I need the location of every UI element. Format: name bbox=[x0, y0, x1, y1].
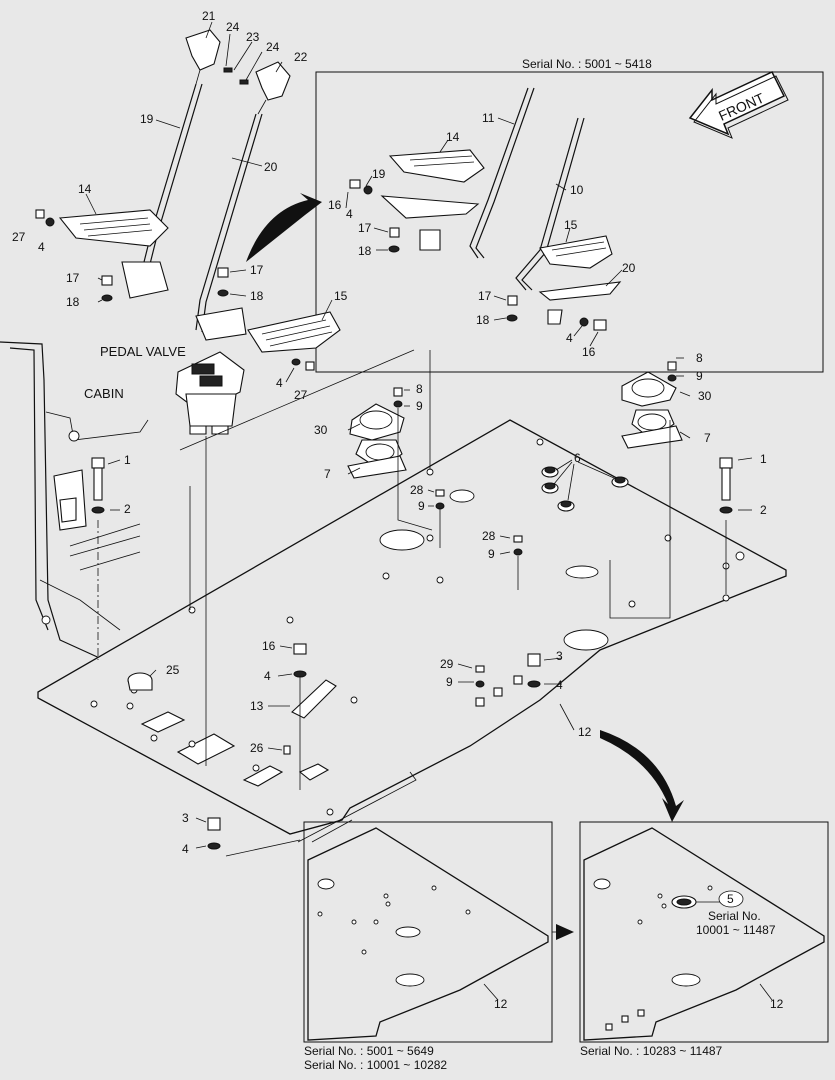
callout-14: 14 bbox=[78, 182, 92, 196]
inset-bottom-left-caption-2: Serial No. : 10001 ~ 10282 bbox=[304, 1058, 447, 1072]
callout-7: 7 bbox=[704, 431, 711, 445]
callout-2: 2 bbox=[760, 503, 767, 517]
callout-9: 9 bbox=[416, 399, 423, 413]
callout-12: 12 bbox=[578, 725, 592, 739]
callout-30: 30 bbox=[314, 423, 328, 437]
inset-callout-4: 4 bbox=[566, 331, 573, 345]
inset-bottom-left-caption-1: Serial No. : 5001 ~ 5649 bbox=[304, 1044, 434, 1058]
callout-26: 26 bbox=[250, 741, 264, 755]
callout-9: 9 bbox=[696, 369, 703, 383]
inset-callout-18: 18 bbox=[476, 313, 490, 327]
inset-bl-callout-12: 12 bbox=[494, 997, 508, 1011]
callout-28: 28 bbox=[410, 483, 424, 497]
inset-callout-16: 16 bbox=[582, 345, 596, 359]
callout-16: 16 bbox=[262, 639, 276, 653]
callout-25: 25 bbox=[166, 663, 180, 677]
callout-3: 3 bbox=[556, 649, 563, 663]
inset-callout-15: 15 bbox=[564, 218, 578, 232]
callout-21: 21 bbox=[202, 9, 216, 23]
guide-lines bbox=[97, 349, 727, 790]
inset-br-serial-line1: Serial No. bbox=[708, 909, 761, 923]
inset-callout-11: 11 bbox=[482, 111, 495, 125]
inset-bottom-right-plate bbox=[583, 827, 825, 1041]
callout-18: 18 bbox=[66, 295, 80, 309]
callout-17: 17 bbox=[250, 263, 264, 277]
callout-6: 6 bbox=[574, 451, 581, 465]
inset-callout-14: 14 bbox=[446, 130, 460, 144]
callout-28: 28 bbox=[482, 529, 496, 543]
callout-22: 22 bbox=[294, 50, 308, 64]
callout-9: 9 bbox=[418, 499, 425, 513]
callout-27: 27 bbox=[294, 388, 308, 402]
callout-4: 4 bbox=[264, 669, 271, 683]
inset-br-callout-12: 12 bbox=[770, 997, 784, 1011]
bolts-long bbox=[91, 457, 733, 514]
mount-right bbox=[621, 371, 683, 449]
rubber-cushions bbox=[541, 466, 629, 512]
callout-18: 18 bbox=[250, 289, 264, 303]
pedal-valve-label: PEDAL VALVE bbox=[100, 344, 186, 359]
callout-17: 17 bbox=[66, 271, 80, 285]
callout-13: 13 bbox=[250, 699, 264, 713]
callout-3: 3 bbox=[182, 811, 189, 825]
callout-1: 1 bbox=[124, 453, 131, 467]
callout-24: 24 bbox=[266, 40, 280, 54]
cabin-label: CABIN bbox=[84, 386, 124, 401]
inset-br-serial-line2: 10001 ~ 11487 bbox=[696, 923, 776, 937]
callout-30: 30 bbox=[698, 389, 712, 403]
callout-4: 4 bbox=[182, 842, 189, 856]
part-5-callout-circle bbox=[718, 890, 744, 908]
callout-1: 1 bbox=[760, 452, 767, 466]
lever-assembly-inset bbox=[349, 87, 622, 331]
callout-8: 8 bbox=[416, 382, 423, 396]
inset-frame-top bbox=[315, 71, 824, 373]
front-arrow-icon: FRONT bbox=[688, 71, 789, 139]
inset-callout-10: 10 bbox=[570, 183, 584, 197]
leader-lines bbox=[85, 21, 773, 1001]
inset-arrow-icon bbox=[556, 924, 574, 940]
inset-bottom-left-plate bbox=[307, 827, 549, 1041]
bottom-pointer-arrow bbox=[600, 730, 684, 822]
inset-br-callout-5: 5 bbox=[727, 892, 734, 906]
inset-frame-bottom-right bbox=[579, 821, 829, 1043]
callout-4: 4 bbox=[276, 376, 283, 390]
callout-2: 2 bbox=[124, 502, 131, 516]
inset-callout-17: 17 bbox=[478, 289, 492, 303]
callout-8: 8 bbox=[696, 351, 703, 365]
lever-assembly-left bbox=[35, 29, 341, 371]
pedal-valve bbox=[175, 351, 245, 435]
inset-callout-4: 4 bbox=[346, 207, 353, 221]
callout-7: 7 bbox=[324, 467, 331, 481]
callout-19: 19 bbox=[140, 112, 154, 126]
inset-callout-16: 16 bbox=[328, 198, 342, 212]
callout-labels: 21 24 23 24 22 19 20 14 27 4 17 18 17 18… bbox=[12, 9, 784, 1011]
callout-4: 4 bbox=[38, 240, 45, 254]
inset-top-caption: Serial No. : 5001 ~ 5418 bbox=[522, 57, 652, 71]
callout-15: 15 bbox=[334, 289, 348, 303]
callout-9: 9 bbox=[488, 547, 495, 561]
callout-24: 24 bbox=[226, 20, 240, 34]
mount-left bbox=[347, 403, 407, 479]
plate-fasteners bbox=[127, 361, 677, 850]
callout-23: 23 bbox=[246, 30, 260, 44]
callout-4: 4 bbox=[556, 678, 563, 692]
callout-9: 9 bbox=[446, 675, 453, 689]
inset-callout-18: 18 bbox=[358, 244, 372, 258]
callout-29: 29 bbox=[440, 657, 454, 671]
cabin-frame bbox=[0, 341, 149, 661]
callout-27: 27 bbox=[12, 230, 26, 244]
inset-pointer-arrow bbox=[246, 193, 322, 262]
inset-callout-20: 20 bbox=[622, 261, 636, 275]
inset-callout-19: 19 bbox=[372, 167, 386, 181]
inset-bottom-right-caption: Serial No. : 10283 ~ 11487 bbox=[580, 1044, 723, 1058]
inset-callout-17: 17 bbox=[358, 221, 372, 235]
callout-20: 20 bbox=[264, 160, 278, 174]
